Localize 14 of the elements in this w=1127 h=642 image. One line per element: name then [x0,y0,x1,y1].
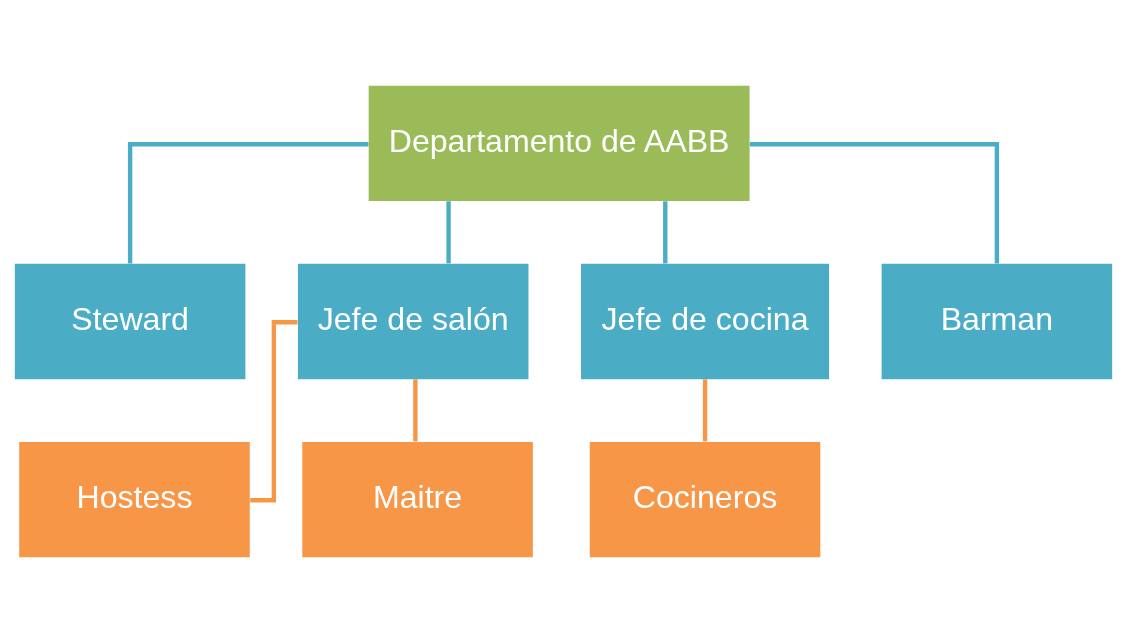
node-box: Maitre [302,441,533,557]
connector [749,141,1000,263]
connector [413,378,418,441]
connector [702,378,708,441]
node-box: Departamento de AABB [368,85,750,201]
connector [127,141,369,263]
node-box: Steward [14,263,246,379]
node-box: Jefe de cocina [581,263,830,379]
node-box: Cocineros [589,441,821,557]
connector [663,200,668,263]
node-box: Hostess [19,441,250,557]
node-box: Barman [881,263,1113,379]
connector [446,200,451,263]
node-box: Jefe de salón [297,263,529,379]
